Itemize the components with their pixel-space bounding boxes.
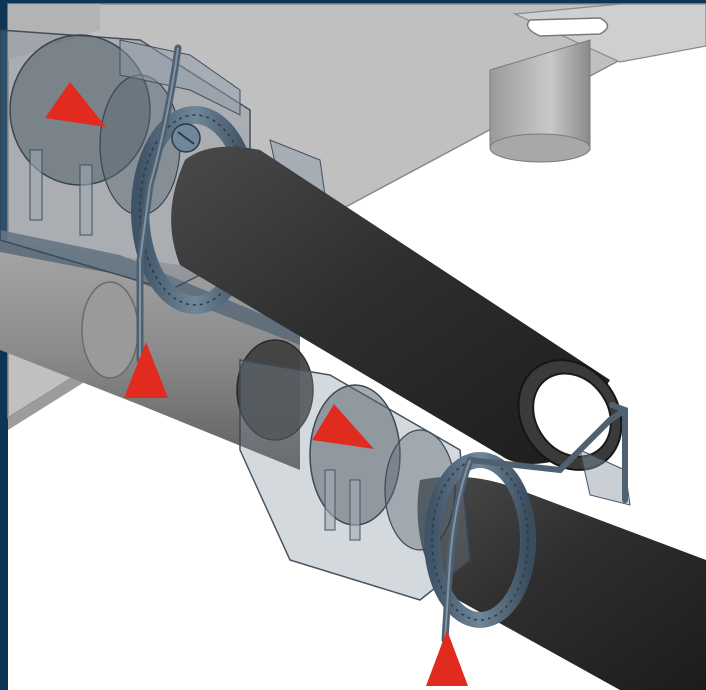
- marker-lower-clamp-rod: [426, 630, 468, 686]
- marker-upper-fitting: [45, 82, 106, 127]
- triangle-arrow-icon: [45, 82, 106, 127]
- marker-upper-clamp-rod: [124, 342, 168, 398]
- triangle-arrow-icon: [312, 404, 374, 449]
- black-hose: [171, 146, 706, 690]
- triangle-arrow-icon: [124, 342, 168, 398]
- marker-lower-fitting: [312, 404, 374, 449]
- slot-hole: [526, 17, 609, 37]
- lower-hose-clamp: [424, 402, 628, 644]
- lower-fitting-housing: [236, 339, 631, 601]
- triangle-arrow-icon: [426, 630, 468, 686]
